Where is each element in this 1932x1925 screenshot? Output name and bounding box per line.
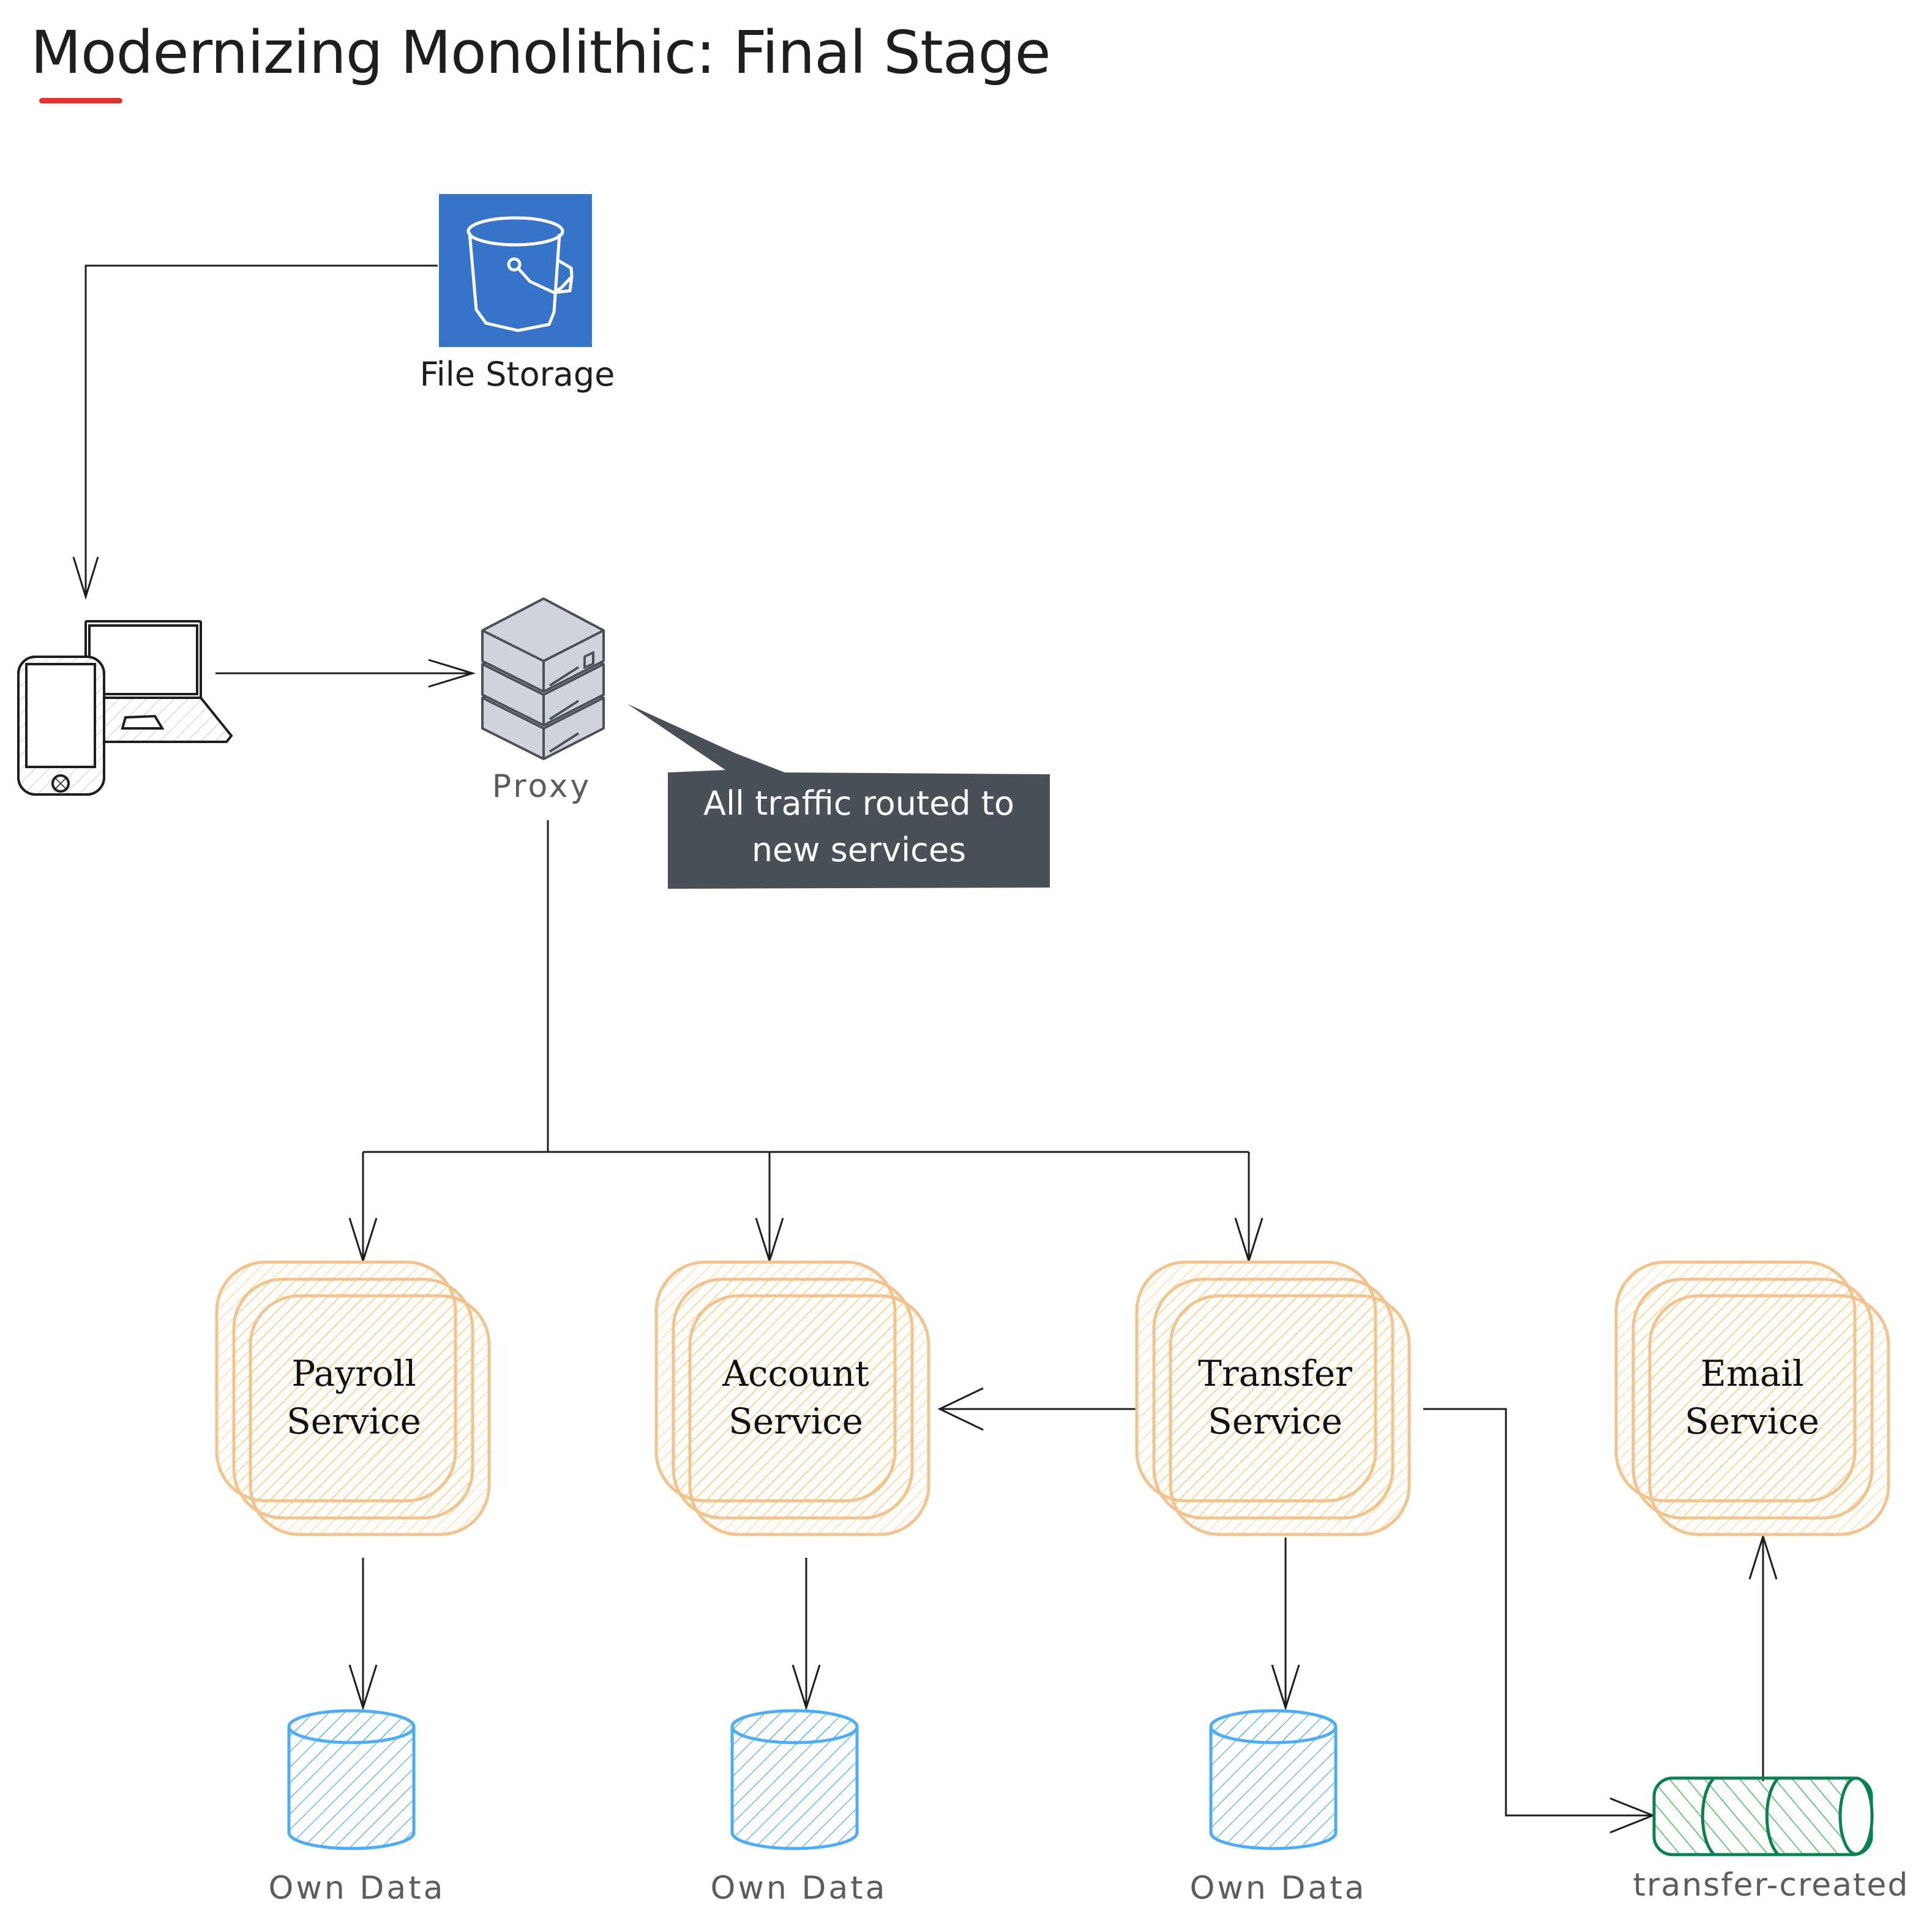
proxy-label: Proxy: [492, 768, 592, 805]
database-body: [287, 1727, 416, 1850]
page-title: Modernizing Monolithic: Final Stage: [31, 18, 1051, 87]
edge-clients-to-proxy[interactable]: [215, 659, 476, 688]
database-label: Own Data: [1189, 1870, 1367, 1907]
database-label: Own Data: [710, 1870, 888, 1907]
account-service-node[interactable]: [654, 1260, 930, 1536]
callout: [627, 704, 1050, 889]
proxy-node[interactable]: [481, 597, 605, 760]
email-service-label: Email Service: [1685, 1350, 1819, 1445]
service-name: Account: [722, 1353, 869, 1394]
service-name: Payroll: [291, 1353, 416, 1394]
service-suffix: Service: [1685, 1400, 1819, 1442]
callout-line-1: All traffic routed to: [703, 784, 1014, 823]
bucket-icon: [466, 216, 574, 332]
edge-transfer-to-account[interactable]: [937, 1387, 1136, 1431]
payroll-service-label: Payroll Service: [286, 1350, 421, 1445]
service-name: Transfer: [1198, 1353, 1352, 1394]
edge-account-to-db[interactable]: [792, 1558, 821, 1711]
service-box-layer: [249, 1294, 491, 1536]
edge-proxy-to-transfer[interactable]: [1234, 1152, 1264, 1265]
payroll-service-node[interactable]: [215, 1260, 491, 1536]
title-underline: [39, 98, 122, 103]
transfer-service-label: Transfer Service: [1198, 1350, 1352, 1445]
file-storage-node[interactable]: [439, 194, 592, 347]
email-service-node[interactable]: [1614, 1260, 1890, 1536]
edge-payroll-to-db[interactable]: [348, 1558, 378, 1711]
service-box-layer: [1169, 1294, 1411, 1536]
server-stack-icon: [481, 597, 605, 760]
edge-transfer-to-db[interactable]: [1271, 1538, 1300, 1711]
services: [215, 1260, 1890, 1536]
transfer-database[interactable]: [1209, 1709, 1338, 1850]
service-box-layer: [1648, 1294, 1890, 1536]
database-body: [730, 1727, 859, 1850]
phone-icon: [17, 656, 105, 796]
edge-proxy-trunk[interactable]: [363, 820, 1249, 1153]
database-body: [1209, 1727, 1338, 1850]
database-top: [1209, 1709, 1338, 1744]
account-database[interactable]: [730, 1709, 859, 1850]
service-suffix: Service: [728, 1400, 863, 1442]
database-top: [730, 1709, 859, 1744]
account-service-label: Account Service: [722, 1350, 869, 1445]
queue-icon[interactable]: [1652, 1776, 1874, 1856]
service-suffix: Service: [1208, 1400, 1342, 1442]
edge-proxy-to-payroll[interactable]: [348, 1152, 378, 1265]
edges: [72, 264, 1778, 1834]
edge-storage-to-clients[interactable]: [72, 264, 438, 600]
edge-proxy-to-account[interactable]: [755, 1152, 784, 1265]
callout-line-2: new services: [751, 831, 967, 869]
devices-icon[interactable]: [17, 620, 233, 796]
database-top: [287, 1709, 416, 1744]
laptop-icon: [84, 620, 233, 743]
file-storage-label: File Storage: [419, 355, 615, 394]
service-suffix: Service: [286, 1400, 421, 1442]
transfer-service-node[interactable]: [1135, 1260, 1411, 1536]
database-label: Own Data: [268, 1870, 446, 1907]
queue-label: transfer-created: [1633, 1867, 1909, 1904]
callout-text: All traffic routed to new services: [668, 780, 1050, 873]
edge-transfer-to-queue[interactable]: [1423, 1408, 1656, 1834]
databases: [287, 1709, 1338, 1850]
payroll-database[interactable]: [287, 1709, 416, 1850]
service-name: Email: [1700, 1353, 1804, 1394]
service-box-layer: [688, 1294, 930, 1536]
edge-queue-to-email[interactable]: [1748, 1533, 1778, 1781]
